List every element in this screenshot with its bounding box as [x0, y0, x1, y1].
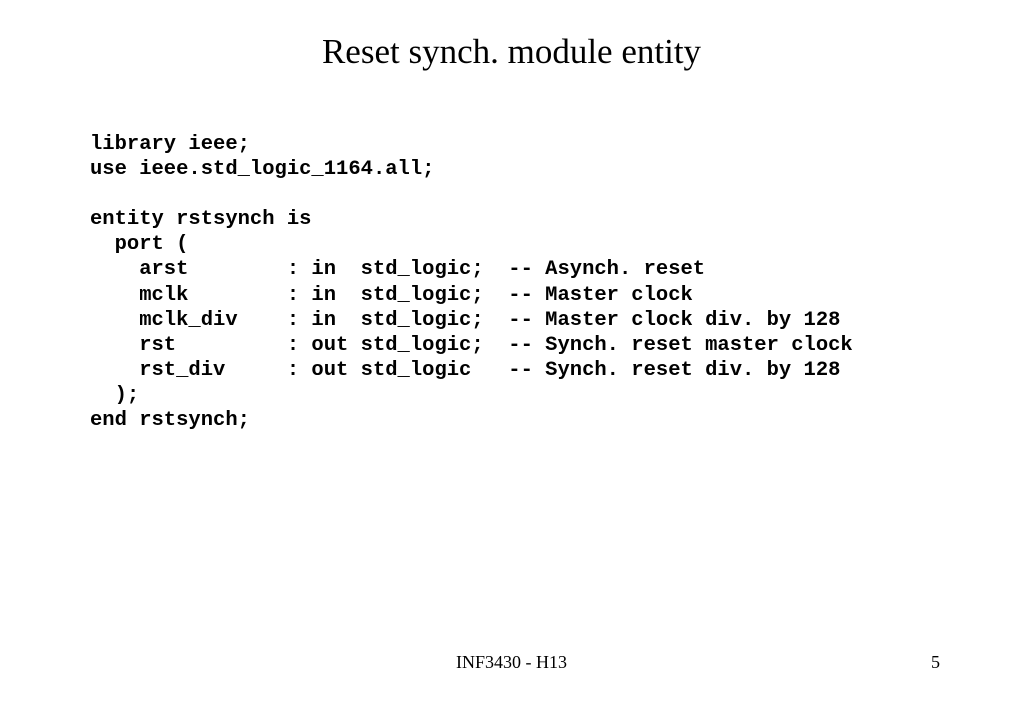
code-line: library ieee;: [90, 133, 250, 156]
code-line: port (: [90, 233, 189, 257]
footer-course-label: INF3430 - H13: [456, 652, 567, 672]
code-line: entity rstsynch is: [90, 208, 312, 232]
code-line: use ieee.std_logic_1164.all;: [90, 158, 435, 182]
footer-page-number: 5: [931, 652, 940, 672]
code-line: );: [90, 383, 140, 407]
slide-title: Reset synch. module entity: [321, 32, 702, 71]
code-line: [90, 182, 853, 207]
code-line: rst : out std_logic; -- Synch. reset mas…: [90, 333, 853, 357]
code-line: mclk : in std_logic; -- Master clock: [90, 283, 693, 307]
vhdl-code-block: library ieee; use ieee.std_logic_1164.al…: [90, 132, 853, 433]
code-line: end rstsynch;: [90, 409, 250, 433]
code-line: rst_div : out std_logic -- Synch. reset …: [90, 358, 841, 382]
code-line: arst : in std_logic; -- Asynch. reset: [90, 258, 706, 282]
code-line: mclk_div : in std_logic; -- Master clock…: [90, 308, 841, 332]
